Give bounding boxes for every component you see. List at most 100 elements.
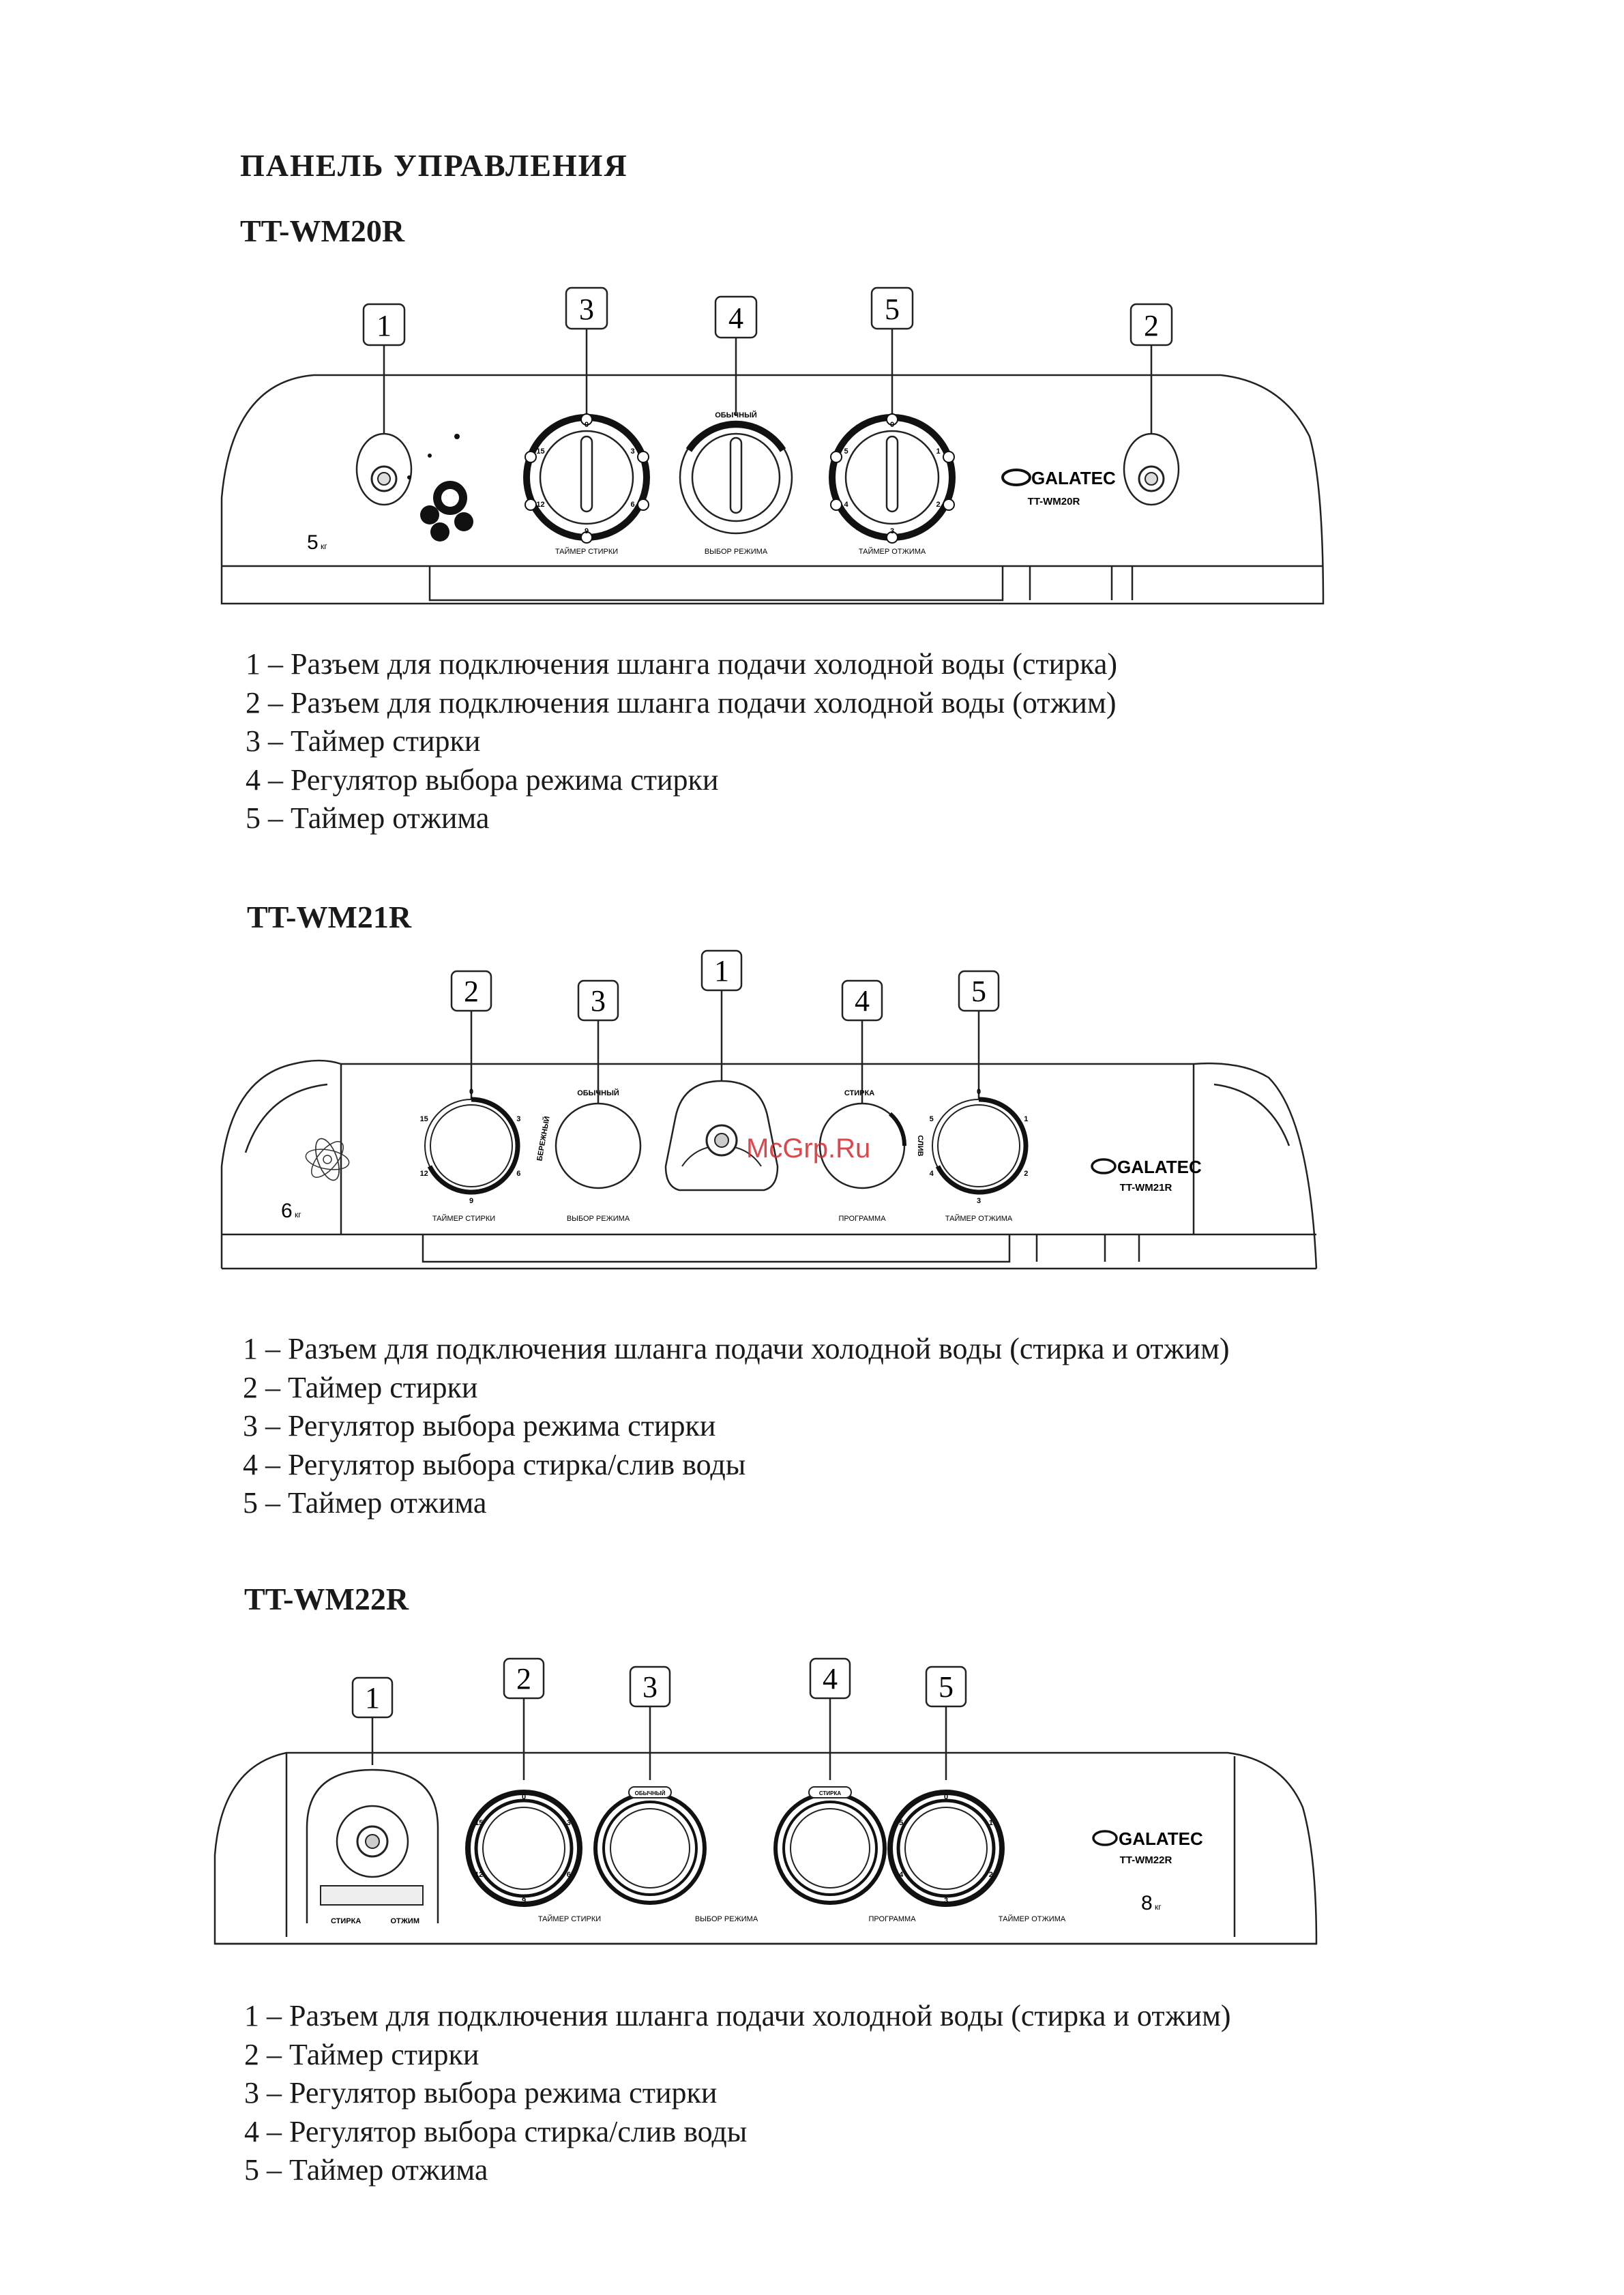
flower-decoration-icon xyxy=(305,1138,350,1181)
svg-text:ОБЫЧНЫЙ: ОБЫЧНЫЙ xyxy=(715,411,757,419)
dial-scale-mark: 12 xyxy=(420,1170,428,1178)
panel-model-tag: TT-WM22R xyxy=(1120,1854,1172,1866)
callout-5: 5 xyxy=(925,1665,967,1780)
callout-1: 1 xyxy=(351,1676,394,1765)
callout-1: 1 xyxy=(362,303,406,433)
dial-scale-mark: 4 xyxy=(844,501,848,509)
dial-scale-mark: 0 xyxy=(469,1088,473,1096)
dial-scale-mark: 3 xyxy=(944,1897,948,1905)
dial-scale-mark: 3 xyxy=(630,447,634,456)
dial-scale-mark: 4 xyxy=(930,1170,934,1178)
mode-selector-dial[interactable]: ОБЫЧНЫЙ xyxy=(593,1786,707,1905)
svg-text:3: 3 xyxy=(579,293,594,326)
model-heading-wm20r: TT-WM20R xyxy=(240,213,405,248)
svg-text:СТИРКА: СТИРКА xyxy=(331,1917,361,1925)
legend-item: 4 – Регулятор выбора режима стирки xyxy=(246,762,719,797)
mode-selector-dial[interactable]: ОБЫЧНЫЙ БЕРЕЖНЫЙ xyxy=(535,1089,642,1189)
legend-item: 1 – Разъем для подключения шланга подачи… xyxy=(246,647,1118,681)
spin-timer-dial[interactable] xyxy=(887,1790,1005,1907)
dial-scale-mark: 3 xyxy=(516,1115,520,1123)
dial-scale-mark: 15 xyxy=(475,1819,483,1827)
legend-item: 1 – Разъем для подключения шланга подачи… xyxy=(244,1999,1231,2032)
dial-scale-mark: 3 xyxy=(977,1197,981,1205)
svg-text:2: 2 xyxy=(1144,309,1159,342)
dial-scale-mark: 2 xyxy=(936,501,940,509)
dial-scale-mark: 12 xyxy=(475,1871,483,1879)
control-panel-wm20r: 1 3 4 5 2 xyxy=(220,286,1325,605)
mode-selector-label: ВЫБОР РЕЖИМА xyxy=(695,1915,758,1923)
legend-item: 4 – Регулятор выбора стирка/слив воды xyxy=(244,2114,748,2148)
svg-text:GALATEC: GALATEC xyxy=(1117,1157,1202,1177)
dial-scale-mark: 0 xyxy=(944,1793,948,1801)
svg-text:СТИРКА: СТИРКА xyxy=(844,1089,874,1097)
dial-scale-mark: 9 xyxy=(522,1897,526,1905)
capacity-unit: кг xyxy=(295,1210,301,1219)
svg-text:4: 4 xyxy=(855,984,870,1018)
dial-scale-mark: 3 xyxy=(567,1819,571,1827)
spin-timer-dial[interactable] xyxy=(932,1097,1029,1195)
program-selector-label: ПРОГРАММА xyxy=(868,1915,916,1923)
dial-scale-mark: 9 xyxy=(585,527,589,535)
dial-scale-mark: 5 xyxy=(930,1115,934,1123)
hose-connector: СТИРКА ОТЖИМ xyxy=(306,1768,439,1925)
callout-4: 4 xyxy=(841,979,883,1105)
dial-scale-mark: 15 xyxy=(420,1115,428,1123)
legend-item: 2 – Таймер стирки xyxy=(243,1370,478,1404)
svg-text:ОТЖИМ: ОТЖИМ xyxy=(390,1917,419,1925)
svg-text:ОБЫЧНЫЙ: ОБЫЧНЫЙ xyxy=(577,1089,619,1097)
lint-filter xyxy=(407,434,473,542)
brand-logo: GALATEC xyxy=(1001,468,1116,488)
svg-text:СТИРКА: СТИРКА xyxy=(819,1790,841,1796)
svg-text:5: 5 xyxy=(971,975,986,1008)
svg-text:4: 4 xyxy=(728,301,743,335)
program-selector-dial[interactable]: СТИРКА СЛИВ xyxy=(818,1089,924,1189)
svg-text:GALATEC: GALATEC xyxy=(1119,1828,1203,1849)
callout-2: 2 xyxy=(503,1657,545,1780)
mode-selector-dial[interactable]: ОБЫЧНЫЙ xyxy=(679,411,793,535)
model-heading-wm21r: TT-WM21R xyxy=(247,900,412,934)
capacity-badge: 8 xyxy=(1141,1892,1153,1914)
dial-scale-mark: 0 xyxy=(890,421,894,429)
wash-timer-dial[interactable] xyxy=(465,1790,582,1907)
spin-timer-dial[interactable] xyxy=(829,413,956,544)
legend-item: 2 – Таймер стирки xyxy=(244,2037,479,2071)
watermark: McGrp.Ru xyxy=(746,1134,871,1164)
capacity-unit: кг xyxy=(1155,1902,1162,1912)
svg-text:GALATEC: GALATEC xyxy=(1031,468,1116,488)
callout-4: 4 xyxy=(714,295,758,416)
wash-timer-dial[interactable] xyxy=(523,413,650,544)
dial-scale-mark: 1 xyxy=(989,1819,993,1827)
callout-1: 1 xyxy=(700,949,743,1081)
svg-text:5: 5 xyxy=(939,1670,954,1704)
dial-scale-mark: 0 xyxy=(585,421,589,429)
program-selector-dial[interactable]: СТИРКА xyxy=(773,1786,887,1905)
svg-text:1: 1 xyxy=(365,1681,380,1715)
dial-scale-mark: 3 xyxy=(890,527,894,535)
dial-scale-mark: 6 xyxy=(567,1871,571,1879)
panel-model-tag: TT-WM21R xyxy=(1120,1182,1172,1194)
capacity-badge: 6 xyxy=(281,1200,293,1222)
dial-scale-mark: 9 xyxy=(469,1197,473,1205)
capacity-unit: кг xyxy=(321,542,327,551)
svg-text:4: 4 xyxy=(823,1662,838,1696)
wash-timer-dial[interactable] xyxy=(424,1097,520,1195)
dial-scale-mark: 6 xyxy=(630,501,634,509)
legend-item: 5 – Таймер отжима xyxy=(246,801,490,835)
legend-wm22r: 1 – Разъем для подключения шланга подачи… xyxy=(244,1997,1231,2190)
svg-text:3: 3 xyxy=(643,1670,658,1704)
callout-5: 5 xyxy=(958,970,1000,1099)
svg-text:2: 2 xyxy=(516,1662,531,1696)
program-selector-label: ПРОГРАММА xyxy=(838,1215,886,1223)
legend-item: 2 – Разъем для подключения шланга подачи… xyxy=(246,685,1117,720)
control-panel-wm22r: 1 2 3 4 5 СТИРКА ОТЖИМ xyxy=(213,1657,1318,1945)
dial-scale-mark: 2 xyxy=(989,1871,993,1879)
mode-selector-label: ВЫБОР РЕЖИМА xyxy=(567,1215,630,1223)
legend-item: 5 – Таймер отжима xyxy=(244,2153,488,2187)
dial-scale-mark: 1 xyxy=(936,447,940,456)
hose-connector-1 xyxy=(355,432,413,506)
svg-text:1: 1 xyxy=(714,954,729,988)
legend-item: 3 – Регулятор выбора режима стирки xyxy=(243,1409,716,1442)
callout-3: 3 xyxy=(577,979,619,1105)
svg-text:ОБЫЧНЫЙ: ОБЫЧНЫЙ xyxy=(635,1790,666,1796)
callout-5: 5 xyxy=(870,286,914,415)
